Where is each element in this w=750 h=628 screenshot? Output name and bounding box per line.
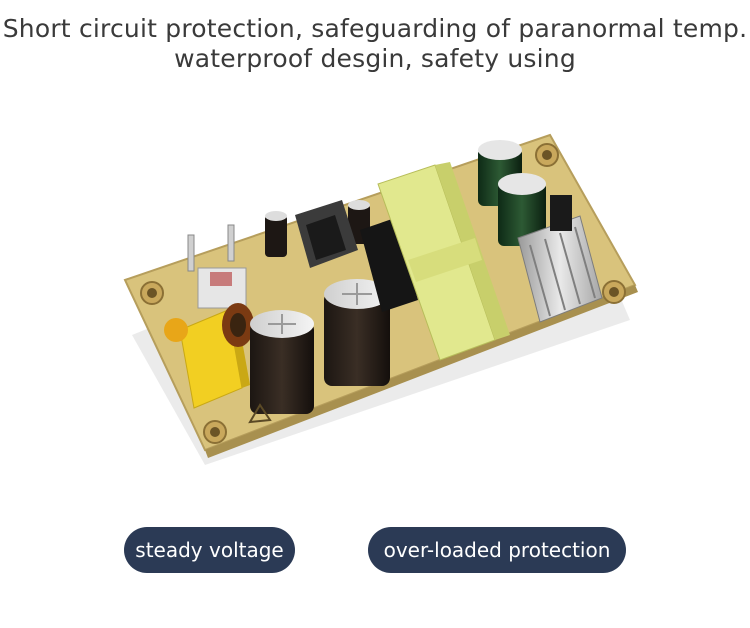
- headline-line-1: Short circuit protection, safeguarding o…: [2, 14, 748, 43]
- bulk-capacitor-2: [324, 279, 390, 386]
- bulk-capacitor-1: [250, 310, 314, 414]
- input-pins: [187, 224, 247, 309]
- output-capacitors: [478, 140, 546, 246]
- warning-icon: [248, 403, 272, 424]
- transformer: [377, 162, 510, 361]
- steady-voltage-badge: steady voltage: [124, 527, 295, 573]
- headline-line-2: waterproof desgin, safety using: [174, 44, 576, 73]
- bridge-rectifier: [360, 218, 418, 312]
- badge-label: over-loaded protection: [383, 538, 611, 562]
- mosfet-heatsink: [295, 200, 358, 268]
- over-loaded-protection-badge: over-loaded protection: [368, 527, 626, 573]
- pcb-board-image: [123, 133, 638, 465]
- mounting-hole-icon: [140, 143, 626, 444]
- headline: Short circuit protection, safeguarding o…: [0, 14, 750, 74]
- inductor: [222, 303, 254, 347]
- badge-label: steady voltage: [135, 538, 284, 562]
- aluminum-heatsink: [517, 195, 603, 323]
